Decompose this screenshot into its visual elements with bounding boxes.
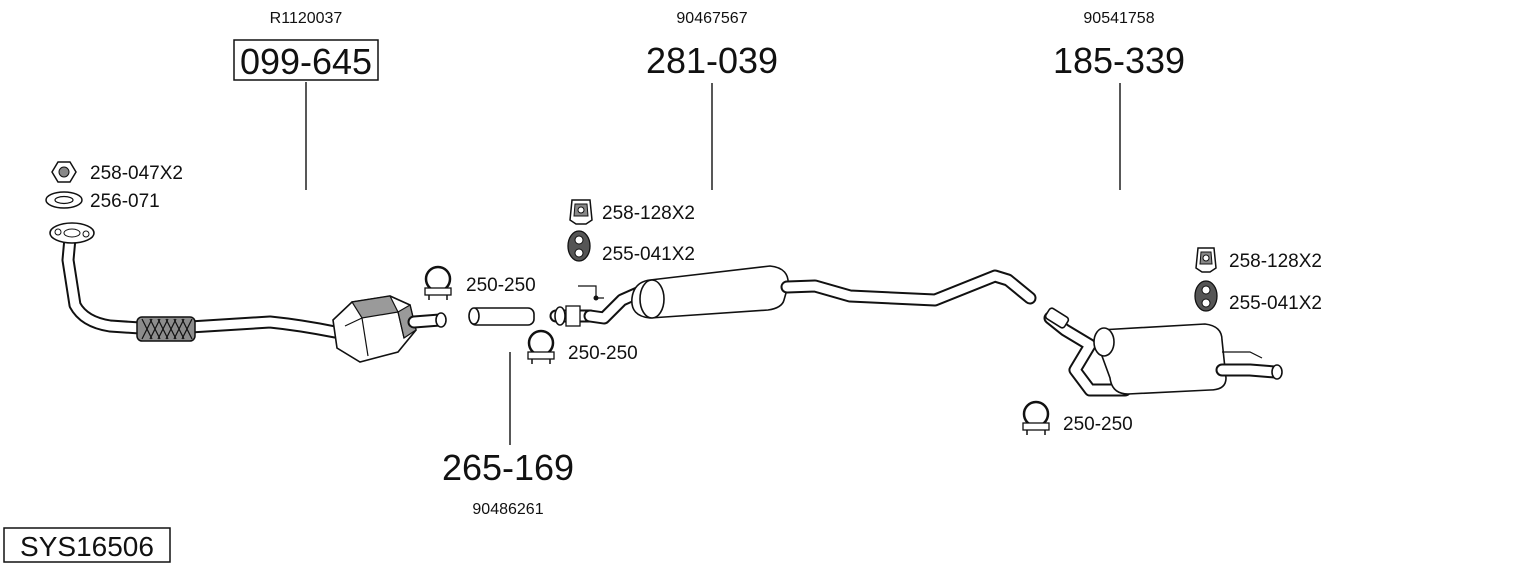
gasket-ring-icon xyxy=(45,191,83,209)
rubber-mount-icon xyxy=(1194,280,1218,312)
connecting-pipe-drawing xyxy=(468,285,604,327)
accessory-258-128x2-b[interactable]: 258-128X2 xyxy=(1195,247,1322,273)
clamp-icon xyxy=(527,329,555,364)
accessory-255-041x2-a[interactable]: 255-041X2 xyxy=(567,230,695,265)
accessory-258-128x2-a[interactable]: 258-128X2 xyxy=(569,199,695,225)
oem-ref-label: 90486261 xyxy=(472,501,543,518)
accessory-label: 250-250 xyxy=(568,343,638,364)
oem-ref-label: 90467567 xyxy=(676,10,747,27)
part-callout-185-339[interactable]: 90541758 185-339 xyxy=(1053,10,1185,190)
accessory-258-047x2[interactable]: 258-047X2 xyxy=(51,161,183,184)
clamp-icon xyxy=(1022,400,1050,435)
accessory-label: 250-250 xyxy=(466,275,536,296)
rear-muffler-body xyxy=(1096,323,1227,395)
accessory-250-250-b[interactable]: 250-250 xyxy=(527,329,638,364)
accessory-250-250-c[interactable]: 250-250 xyxy=(1022,400,1133,435)
part-callout-281-039[interactable]: 90467567 281-039 xyxy=(646,10,778,190)
clamp-icon xyxy=(424,265,452,300)
hanger-bracket-icon xyxy=(1195,247,1217,273)
accessory-label: 258-047X2 xyxy=(90,163,183,184)
front-pipe-catalyst-drawing xyxy=(49,222,447,363)
nut-icon xyxy=(51,161,77,183)
accessory-label: 258-128X2 xyxy=(602,203,695,224)
system-id-box: SYS16506 xyxy=(3,527,171,563)
part-callout-099-645[interactable]: R1120037 099-645 xyxy=(233,10,379,190)
accessory-label: 256-071 xyxy=(90,191,160,212)
rear-muffler-drawing xyxy=(1043,307,1283,397)
accessory-255-041x2-b[interactable]: 255-041X2 xyxy=(1194,280,1322,314)
part-number-label: 281-039 xyxy=(646,40,778,81)
part-number-label: 185-339 xyxy=(1053,40,1185,81)
system-id-label: SYS16506 xyxy=(20,531,154,562)
part-callout-265-169[interactable]: 265-169 90486261 xyxy=(442,352,574,518)
accessory-label: 250-250 xyxy=(1063,414,1133,435)
oem-ref-label: 90541758 xyxy=(1083,10,1154,27)
part-number-box xyxy=(233,39,379,81)
accessory-label: 258-128X2 xyxy=(1229,251,1322,272)
center-muffler-body xyxy=(631,265,789,319)
accessory-256-071[interactable]: 256-071 xyxy=(45,191,160,212)
rubber-mount-icon xyxy=(567,230,591,262)
center-muffler-drawing xyxy=(583,265,1037,325)
accessory-250-250-a[interactable]: 250-250 xyxy=(424,265,536,300)
part-number-label: 099-645 xyxy=(240,41,372,82)
oem-ref-label: R1120037 xyxy=(270,10,343,27)
accessory-label: 255-041X2 xyxy=(1229,293,1322,314)
flex-bellows xyxy=(136,316,196,342)
accessory-label: 255-041X2 xyxy=(602,244,695,265)
hanger-bracket-icon xyxy=(569,199,593,225)
part-number-label: 265-169 xyxy=(442,447,574,488)
